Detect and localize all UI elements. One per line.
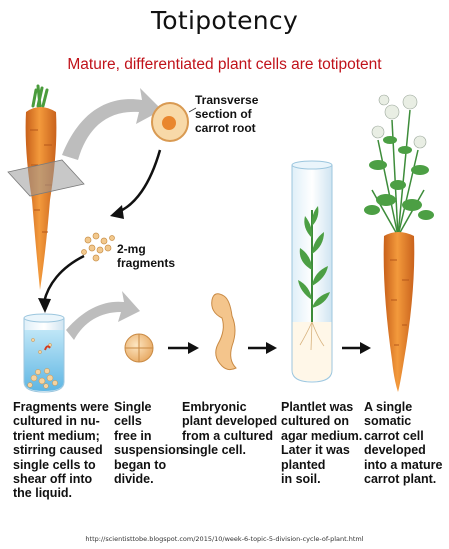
culture-tube-left [24,314,64,392]
label-line: 2-mg [117,242,175,256]
caption-line: single cells to [13,458,109,472]
black-arrow-1 [118,150,160,212]
caption-line: single cell. [182,443,277,457]
label-transverse-section: Transverse section of carrot root [195,93,258,135]
label-line: fragments [117,256,175,270]
caption-line: the liquid. [13,486,109,500]
caption-line: carrot cell [364,429,443,443]
caption-line: shear off into [13,472,109,486]
mature-carrot-plant [364,95,434,392]
caption-step-5: A single somatic carrot cell developed i… [364,400,443,486]
caption-line: Later it was [281,443,362,457]
caption-line: agar medium. [281,429,362,443]
caption-step-1: Fragments were cultured in nu- trient me… [13,400,109,501]
plantlet-tube [292,161,332,382]
caption-line: Plantlet was [281,400,362,414]
caption-step-4: Plantlet was cultured on agar medium. La… [281,400,362,486]
carrot-fragments [82,233,115,261]
carrot-root-illustration [8,86,84,290]
caption-line: cells [114,414,183,428]
caption-line: cultured in nu- [13,414,109,428]
caption-line: began to [114,458,183,472]
source-url: http://scientisttobe.blogspot.com/2015/1… [0,535,449,543]
caption-line: from a cultured [182,429,277,443]
caption-line: into a mature [364,458,443,472]
label-fragments: 2-mg fragments [117,242,175,270]
caption-line: carrot plant. [364,472,443,486]
label-line: Transverse [195,93,258,107]
caption-step-2: Single cells free in suspension began to… [114,400,183,486]
black-arrow-2 [44,256,84,302]
caption-line: planted [281,458,362,472]
caption-line: somatic [364,414,443,428]
caption-line: Single [114,400,183,414]
caption-line: free in [114,429,183,443]
caption-line: trient medium; [13,429,109,443]
caption-line: developed [364,443,443,457]
embryo [212,294,236,370]
caption-line: stirring caused [13,443,109,457]
caption-line: Embryonic [182,400,277,414]
label-line: carrot root [195,121,258,135]
carrot-cross-section [152,103,196,141]
caption-line: cultured on [281,414,362,428]
gray-arrow-2 [66,291,140,340]
gray-arrow-1 [62,88,162,160]
label-line: section of [195,107,258,121]
caption-step-3: Embryonic plant developed from a culture… [182,400,277,458]
caption-line: A single [364,400,443,414]
dividing-cell [125,334,153,362]
caption-line: divide. [114,472,183,486]
caption-line: suspension [114,443,183,457]
caption-line: plant developed [182,414,277,428]
caption-line: in soil. [281,472,362,486]
caption-line: Fragments were [13,400,109,414]
